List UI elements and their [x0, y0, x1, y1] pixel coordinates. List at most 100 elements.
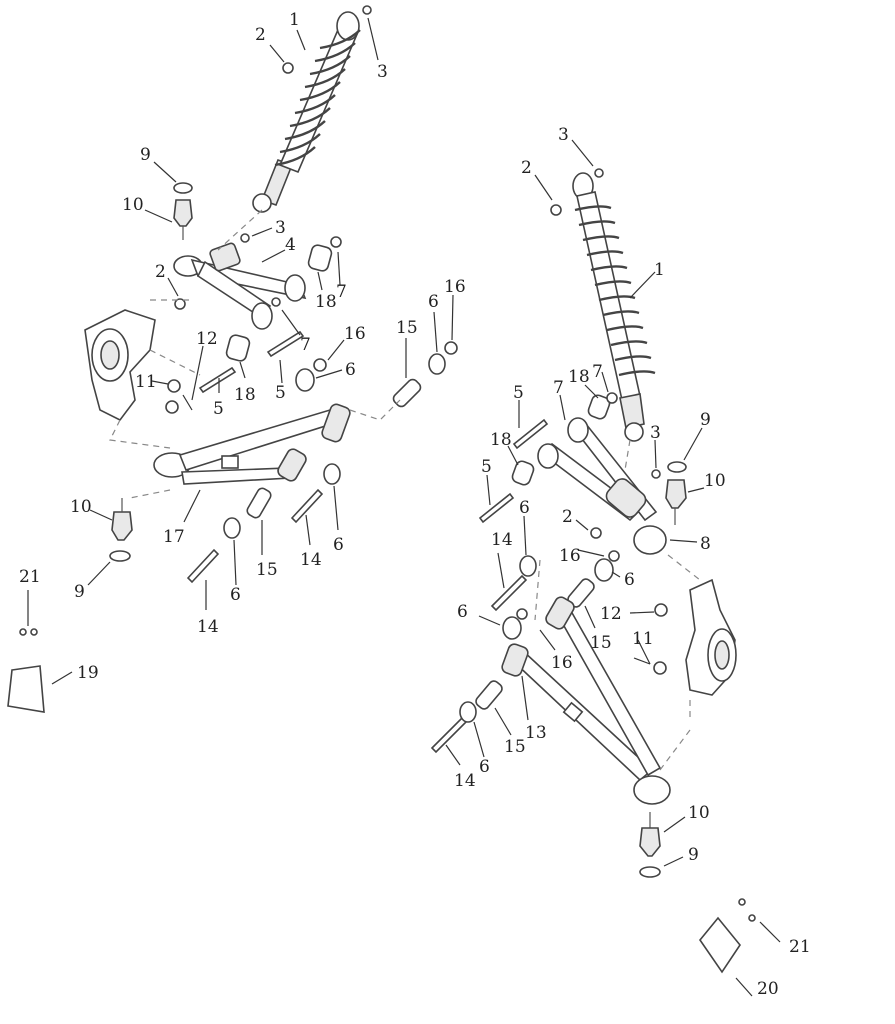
callout-left-6c: 6: [230, 585, 241, 605]
callout-right-7: 7: [553, 378, 564, 398]
right-bolt-5a: [512, 418, 549, 450]
callout-right-9: 9: [700, 410, 711, 430]
left-sleeve-15a: [392, 378, 422, 408]
callout-left-18b: 18: [234, 385, 256, 405]
left-bolt-14b: [290, 488, 324, 524]
callout-right-14b: 14: [454, 771, 476, 791]
left-bushing-6c: [223, 517, 241, 539]
right-screw-21a: [738, 898, 746, 906]
callout-left-5: 5: [213, 399, 224, 419]
callout-right-20: 20: [757, 979, 779, 999]
callout-left-18: 18: [315, 292, 337, 312]
left-assembly: 1 2 3 9 10 3 4 2 18 7 12 11 5 18 5 7 16 …: [7, 5, 466, 713]
right-bushing-6d: [459, 701, 477, 723]
left-bushing-6b: [428, 353, 446, 375]
callout-left-15: 15: [396, 318, 418, 338]
callout-right-6b: 6: [624, 570, 635, 590]
right-upper-snap-ring: [667, 461, 687, 473]
left-washer-16a: [313, 358, 327, 372]
left-bolt-2: [174, 298, 186, 310]
right-nut-3b: [651, 469, 661, 479]
callout-right-15b: 15: [504, 737, 526, 757]
left-upper-snap-ring: [173, 182, 193, 194]
left-callouts: 1 2 3 9 10 3 4 2 18 7 12 11 5 18 5 7 16 …: [19, 10, 466, 683]
callout-left-11: 11: [135, 372, 157, 392]
callout-left-3b: 3: [275, 218, 286, 238]
callout-left-2b: 2: [155, 262, 166, 282]
left-lower-snap-ring: [109, 550, 131, 562]
callout-left-14: 14: [197, 617, 219, 637]
right-steering-knuckle: [685, 578, 737, 696]
callout-right-14: 14: [491, 530, 513, 550]
right-shock-nut: [594, 168, 604, 178]
right-nut-11b: [653, 661, 667, 675]
right-screw-21b: [748, 914, 756, 922]
left-screw-21a: [19, 628, 27, 636]
right-sleeve-15b: [475, 680, 503, 710]
callout-right-21: 21: [789, 937, 811, 957]
left-nut-3: [240, 233, 250, 243]
left-bushing-6a: [295, 368, 315, 392]
right-washer-16a: [608, 550, 620, 562]
callout-right-18b: 18: [490, 430, 512, 450]
callout-right-7b: 7: [592, 362, 603, 382]
callout-right-8: 8: [700, 534, 711, 554]
right-bushing-18b: [511, 460, 535, 486]
right-lower-a-arm: [501, 596, 671, 805]
left-bolt-5b: [266, 330, 305, 358]
callout-right-5b: 5: [481, 457, 492, 477]
right-bushing-6a: [519, 555, 537, 577]
left-washer-16b: [444, 341, 458, 355]
right-assembly: 3 2 1 5 7 18 7 18 3 9 10 5 6 2 8 14 16 6…: [430, 125, 811, 999]
left-shock-nut: [362, 5, 372, 15]
callout-left-7b: 7: [300, 335, 311, 355]
left-lower-ball-joint: [111, 511, 133, 541]
callout-right-5: 5: [513, 383, 524, 403]
right-shock-absorber: [572, 172, 656, 442]
callout-left-14b: 14: [300, 550, 322, 570]
callout-left-10: 10: [122, 195, 144, 215]
callout-right-18: 18: [568, 367, 590, 387]
left-nut-11a: [167, 379, 181, 393]
left-bushing-outer-b: [251, 302, 273, 330]
right-bushing-6b: [594, 558, 614, 582]
right-shock-bolt: [550, 204, 562, 216]
left-bushing-18a: [307, 244, 333, 272]
callout-left-5b: 5: [275, 383, 286, 403]
right-upper-ball-joint: [665, 479, 687, 509]
callout-left-19: 19: [77, 663, 99, 683]
left-bolt-14a: [186, 548, 220, 584]
callout-left-9: 9: [140, 145, 151, 165]
callout-left-17: 17: [163, 527, 185, 547]
right-bolt-14b: [430, 716, 468, 754]
right-bushing-6c: [502, 616, 522, 640]
callout-left-9b: 9: [74, 582, 85, 602]
callout-left-21: 21: [19, 567, 41, 587]
callout-left-2: 2: [255, 25, 266, 45]
callout-right-11: 11: [632, 629, 654, 649]
callout-right-3: 3: [558, 125, 569, 145]
left-bolt-5a: [198, 366, 237, 394]
right-cotter-pin-12: [633, 657, 651, 665]
callout-left-4: 4: [285, 235, 296, 255]
callout-right-15: 15: [590, 633, 612, 653]
callout-right-2: 2: [521, 158, 532, 178]
right-lower-snap-ring: [639, 866, 661, 878]
left-upper-ball-joint: [173, 199, 193, 227]
left-washer-7a: [330, 236, 342, 248]
right-bolt-5b: [478, 492, 515, 524]
right-bolt-2b: [590, 527, 602, 539]
right-callouts: 3 2 1 5 7 18 7 18 3 9 10 5 6 2 8 14 16 6…: [454, 125, 811, 999]
callout-left-7: 7: [336, 282, 347, 302]
left-nut-11b: [165, 400, 179, 414]
left-sleeve-15b: [246, 487, 272, 519]
callout-right-9b: 9: [688, 845, 699, 865]
left-cotter-pin-12: [182, 394, 193, 411]
left-steering-knuckle: [84, 309, 156, 422]
callout-right-16: 16: [559, 546, 581, 566]
left-lower-a-arm: [153, 403, 351, 485]
right-washer-7a: [606, 392, 618, 404]
callout-right-10: 10: [704, 471, 726, 491]
callout-right-3b: 3: [650, 423, 661, 443]
